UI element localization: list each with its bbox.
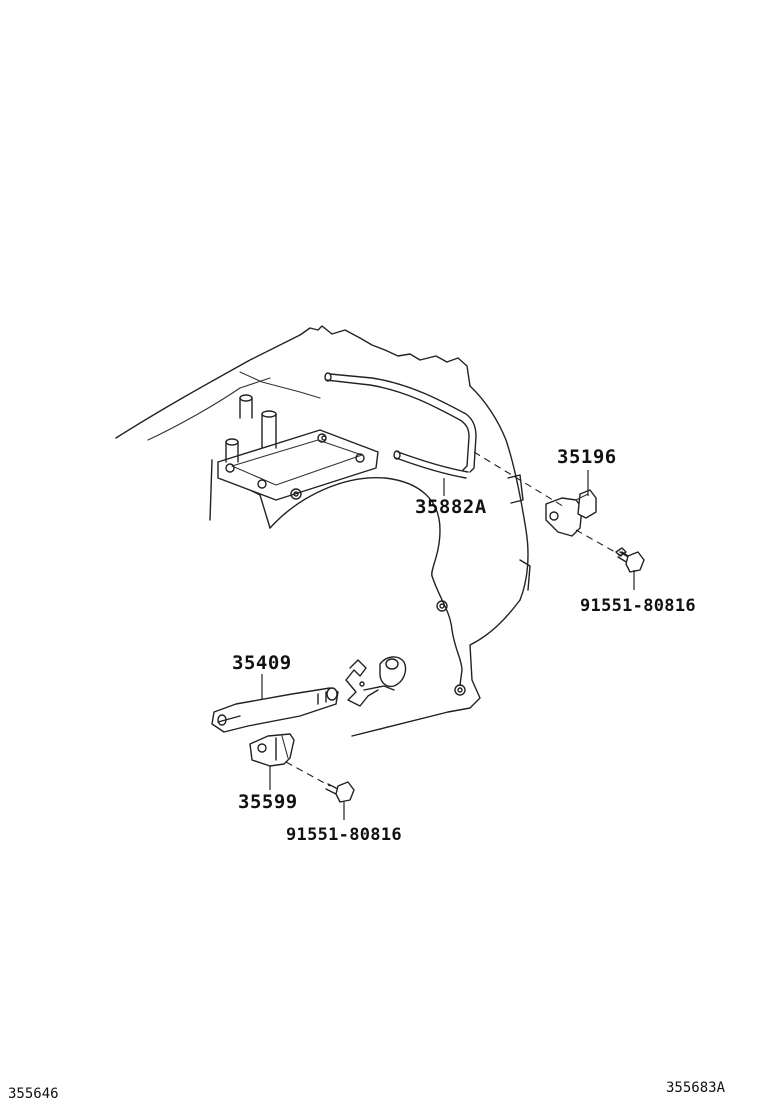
bracket-35599 <box>249 733 295 767</box>
label-35599: 35599 <box>238 791 298 813</box>
label-35882a: 35882A <box>415 496 487 518</box>
footer-right-code: 355683A <box>666 1080 726 1096</box>
transmission-housing <box>115 325 531 737</box>
label-91551-upper: 91551-80816 <box>580 596 696 616</box>
detent-spring <box>345 656 407 707</box>
footer-left-code: 355646 <box>8 1086 59 1102</box>
alignment-lines <box>285 451 623 787</box>
label-35409: 35409 <box>232 652 292 674</box>
leader-lines <box>261 470 635 820</box>
bracket-35196 <box>545 489 597 537</box>
bolt-lower <box>325 781 355 803</box>
label-91551-lower: 91551-80816 <box>286 825 402 845</box>
breather-tube <box>324 372 477 479</box>
bolt-upper <box>615 547 645 573</box>
label-35196: 35196 <box>557 446 617 468</box>
lever-35409 <box>211 687 339 733</box>
